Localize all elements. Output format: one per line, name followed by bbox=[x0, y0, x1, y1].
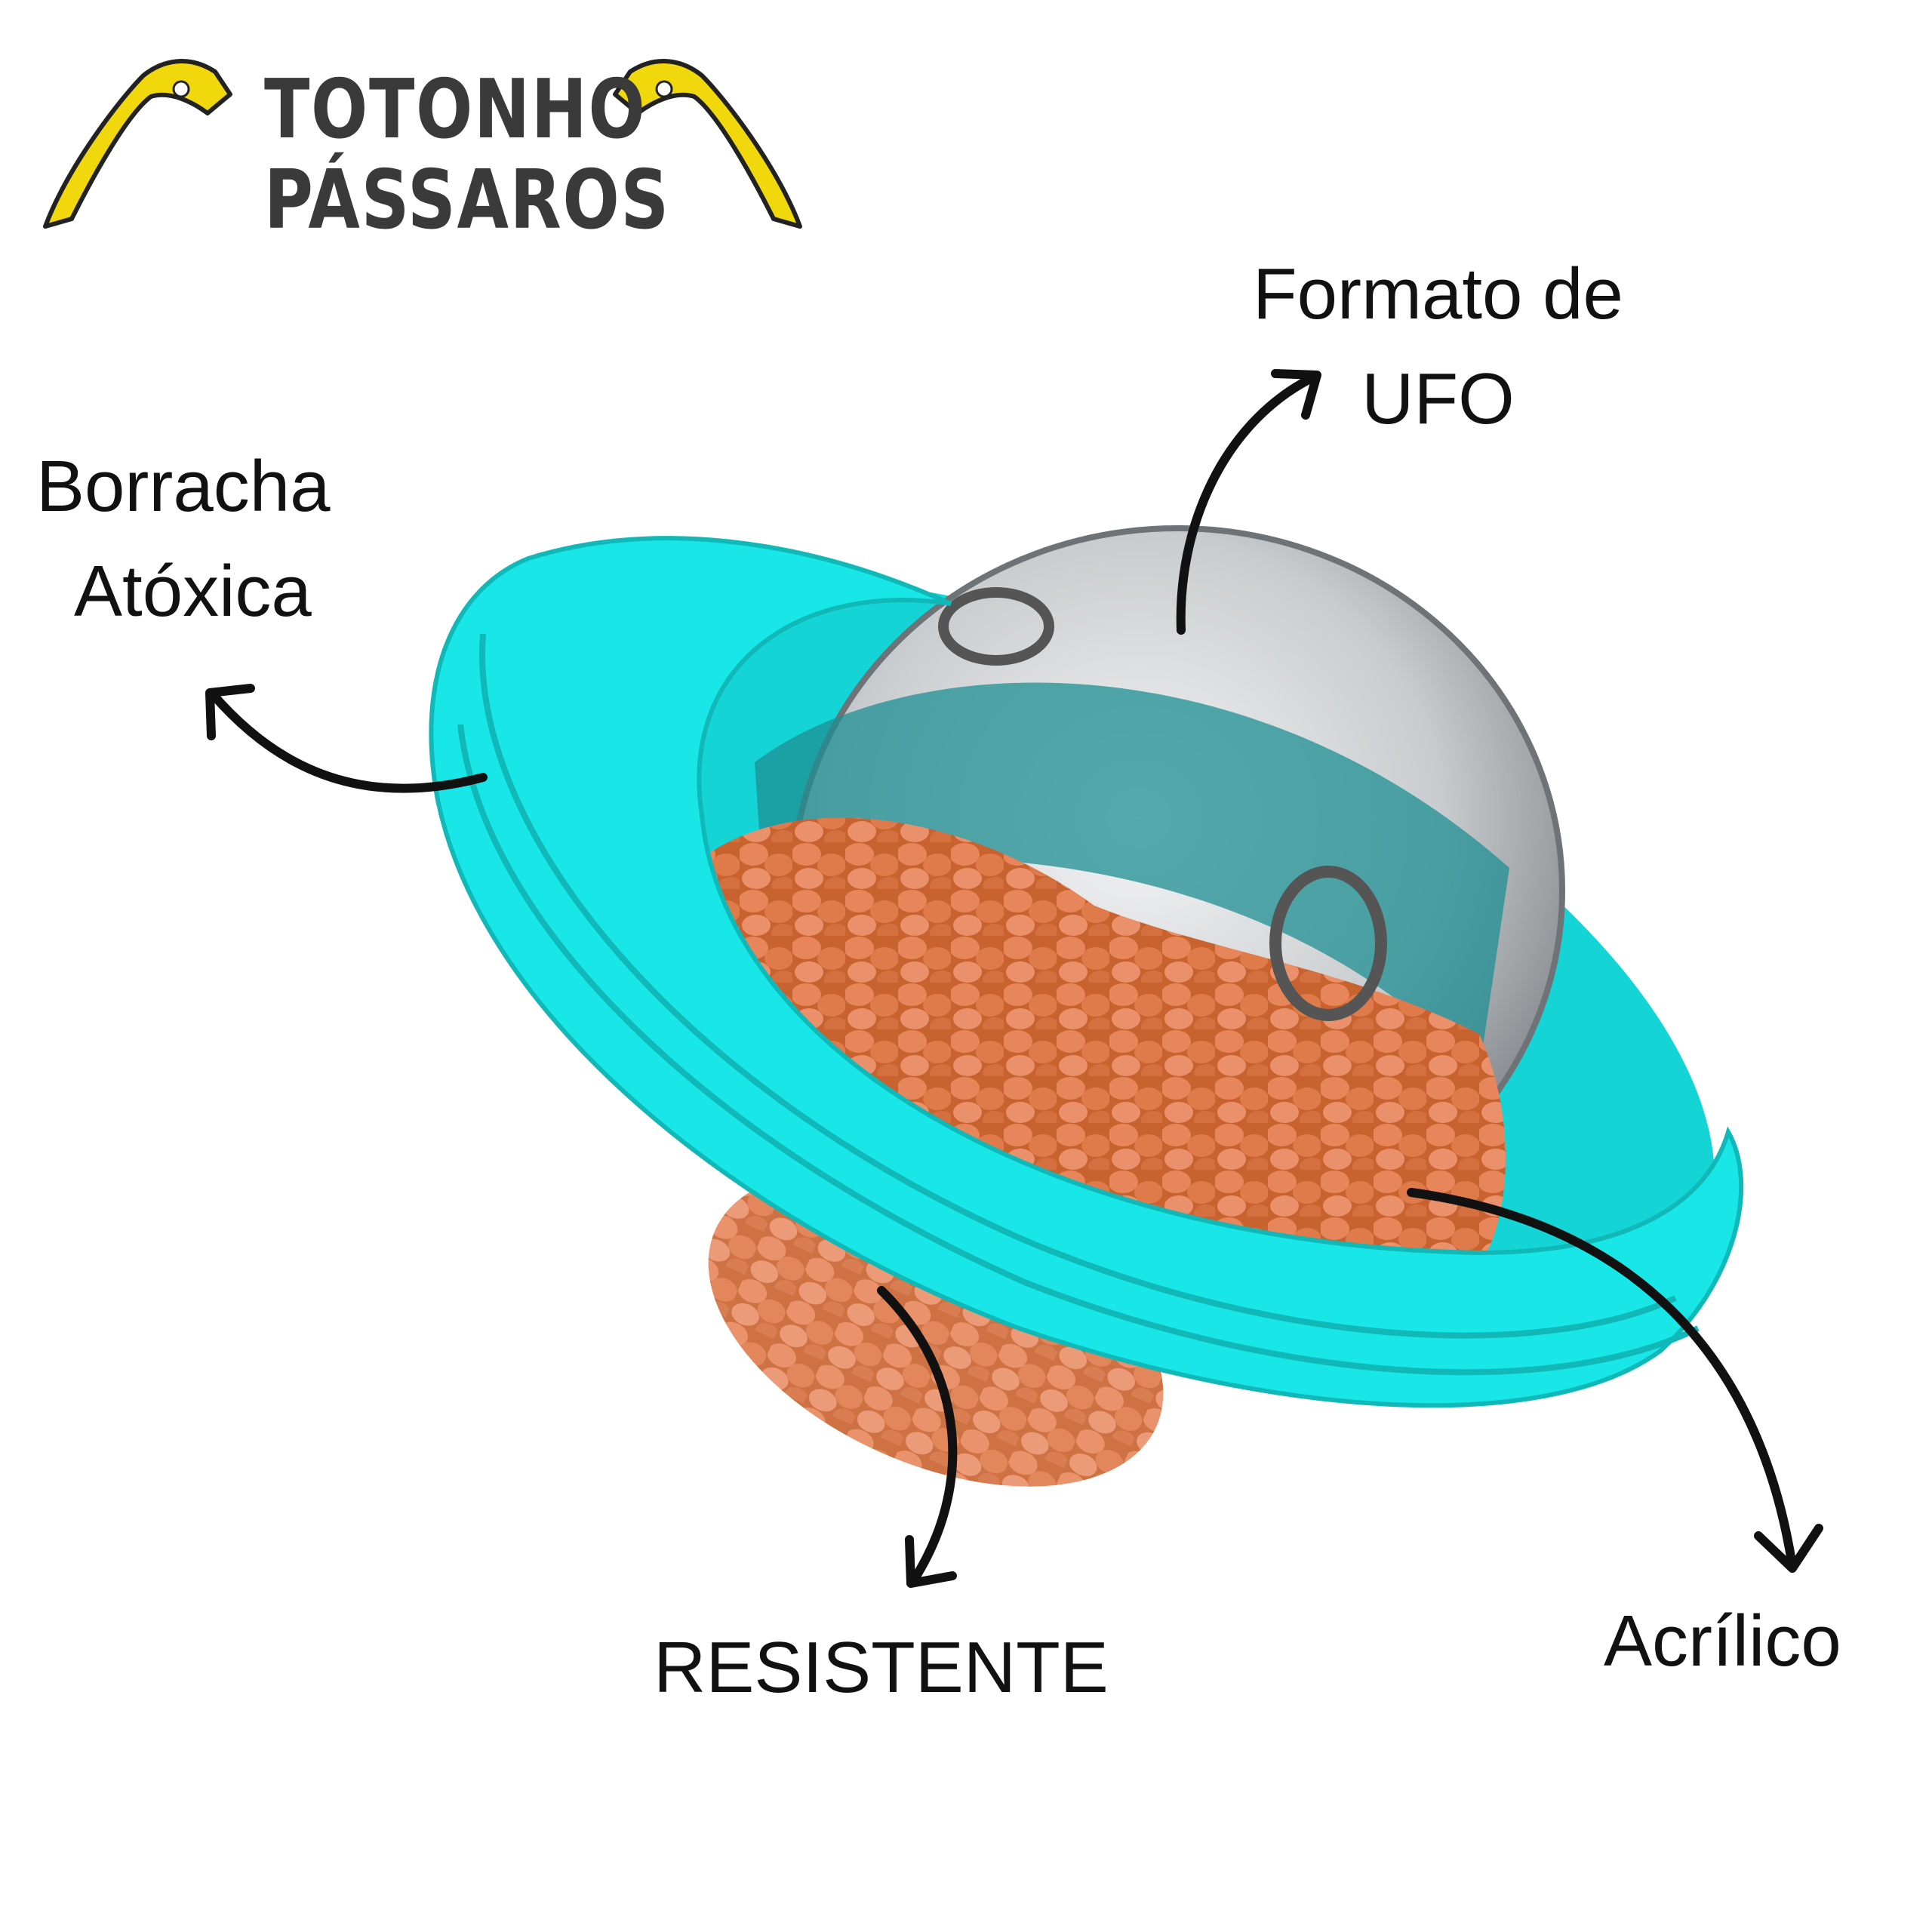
label-top: Formato de UFO bbox=[1253, 242, 1623, 451]
dome-hole bbox=[938, 587, 1054, 666]
bird-left-icon bbox=[43, 59, 232, 229]
logo-line2: PÁSSAROS bbox=[264, 153, 670, 248]
ring-groove bbox=[457, 724, 1700, 1376]
arrow-bottom-icon bbox=[877, 1286, 958, 1588]
logo-line1: TOTONHO bbox=[264, 63, 647, 157]
ring-groove bbox=[479, 633, 1677, 1339]
label-left: Borracha Atóxica bbox=[36, 434, 331, 644]
arrow-top-icon bbox=[1176, 369, 1321, 635]
label-right: Acrílico bbox=[1604, 1601, 1841, 1681]
label-bottom: RESISTENTE bbox=[654, 1627, 1109, 1708]
inner-band bbox=[755, 682, 1509, 1072]
rubber-ring bbox=[429, 536, 1744, 1408]
bird-right-icon bbox=[613, 59, 802, 229]
dome-hole bbox=[1269, 866, 1387, 1021]
ufo-toy bbox=[429, 525, 1744, 1487]
label-top-line2: UFO bbox=[1361, 358, 1515, 440]
label-top-line1: Formato de bbox=[1253, 254, 1623, 334]
label-left-line1: Borracha bbox=[36, 446, 331, 527]
arrow-right-icon bbox=[1407, 1188, 1823, 1573]
arrow-left-icon bbox=[205, 684, 488, 793]
label-left-line2: Atóxica bbox=[74, 551, 312, 632]
